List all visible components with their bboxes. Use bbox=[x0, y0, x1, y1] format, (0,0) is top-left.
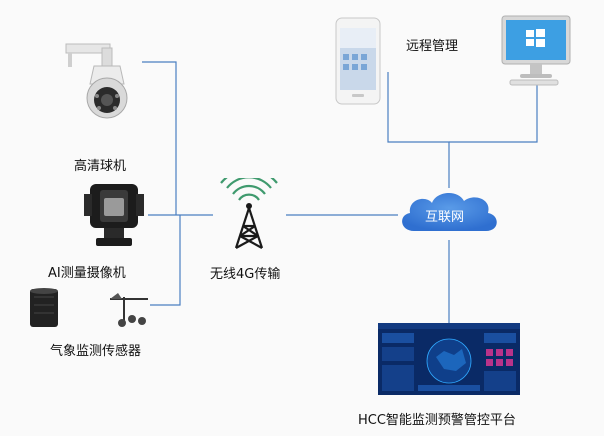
dome-camera-label: 高清球机 bbox=[74, 159, 127, 174]
signal-tower-icon bbox=[220, 168, 278, 249]
ptz-dome-camera-icon bbox=[62, 38, 142, 120]
internet-label: 互联网 bbox=[425, 210, 465, 225]
smartphone-device bbox=[330, 16, 386, 108]
line-internet-to-remote bbox=[387, 72, 450, 188]
desktop-monitor-icon bbox=[501, 15, 571, 86]
wireless-device bbox=[212, 168, 286, 252]
platform-label: HCC智能监测预警管控平台 bbox=[358, 413, 516, 428]
remote-label: 远程管理 bbox=[406, 39, 459, 54]
line-dome-camera bbox=[140, 61, 177, 215]
line-remote-to-desktop bbox=[449, 84, 538, 143]
platform-device bbox=[378, 323, 520, 395]
wireless-label: 无线4G传输 bbox=[210, 267, 281, 282]
dashboard-screen-icon bbox=[378, 323, 520, 395]
weather-sensor-label: 气象监测传感器 bbox=[50, 344, 142, 359]
cloud-icon bbox=[402, 192, 497, 231]
internet-cloud bbox=[396, 185, 502, 241]
weather-sensor-device bbox=[24, 285, 154, 331]
smartphone-icon bbox=[335, 17, 381, 105]
ai-camera-icon bbox=[84, 184, 144, 246]
ai-camera-device bbox=[80, 180, 148, 252]
ai-camera-label: AI测量摄像机 bbox=[48, 266, 126, 281]
dome-camera-device bbox=[62, 38, 142, 120]
line-weather-sensor bbox=[150, 215, 181, 306]
weather-sensor-icon bbox=[30, 288, 148, 327]
desktop-device bbox=[496, 12, 576, 88]
